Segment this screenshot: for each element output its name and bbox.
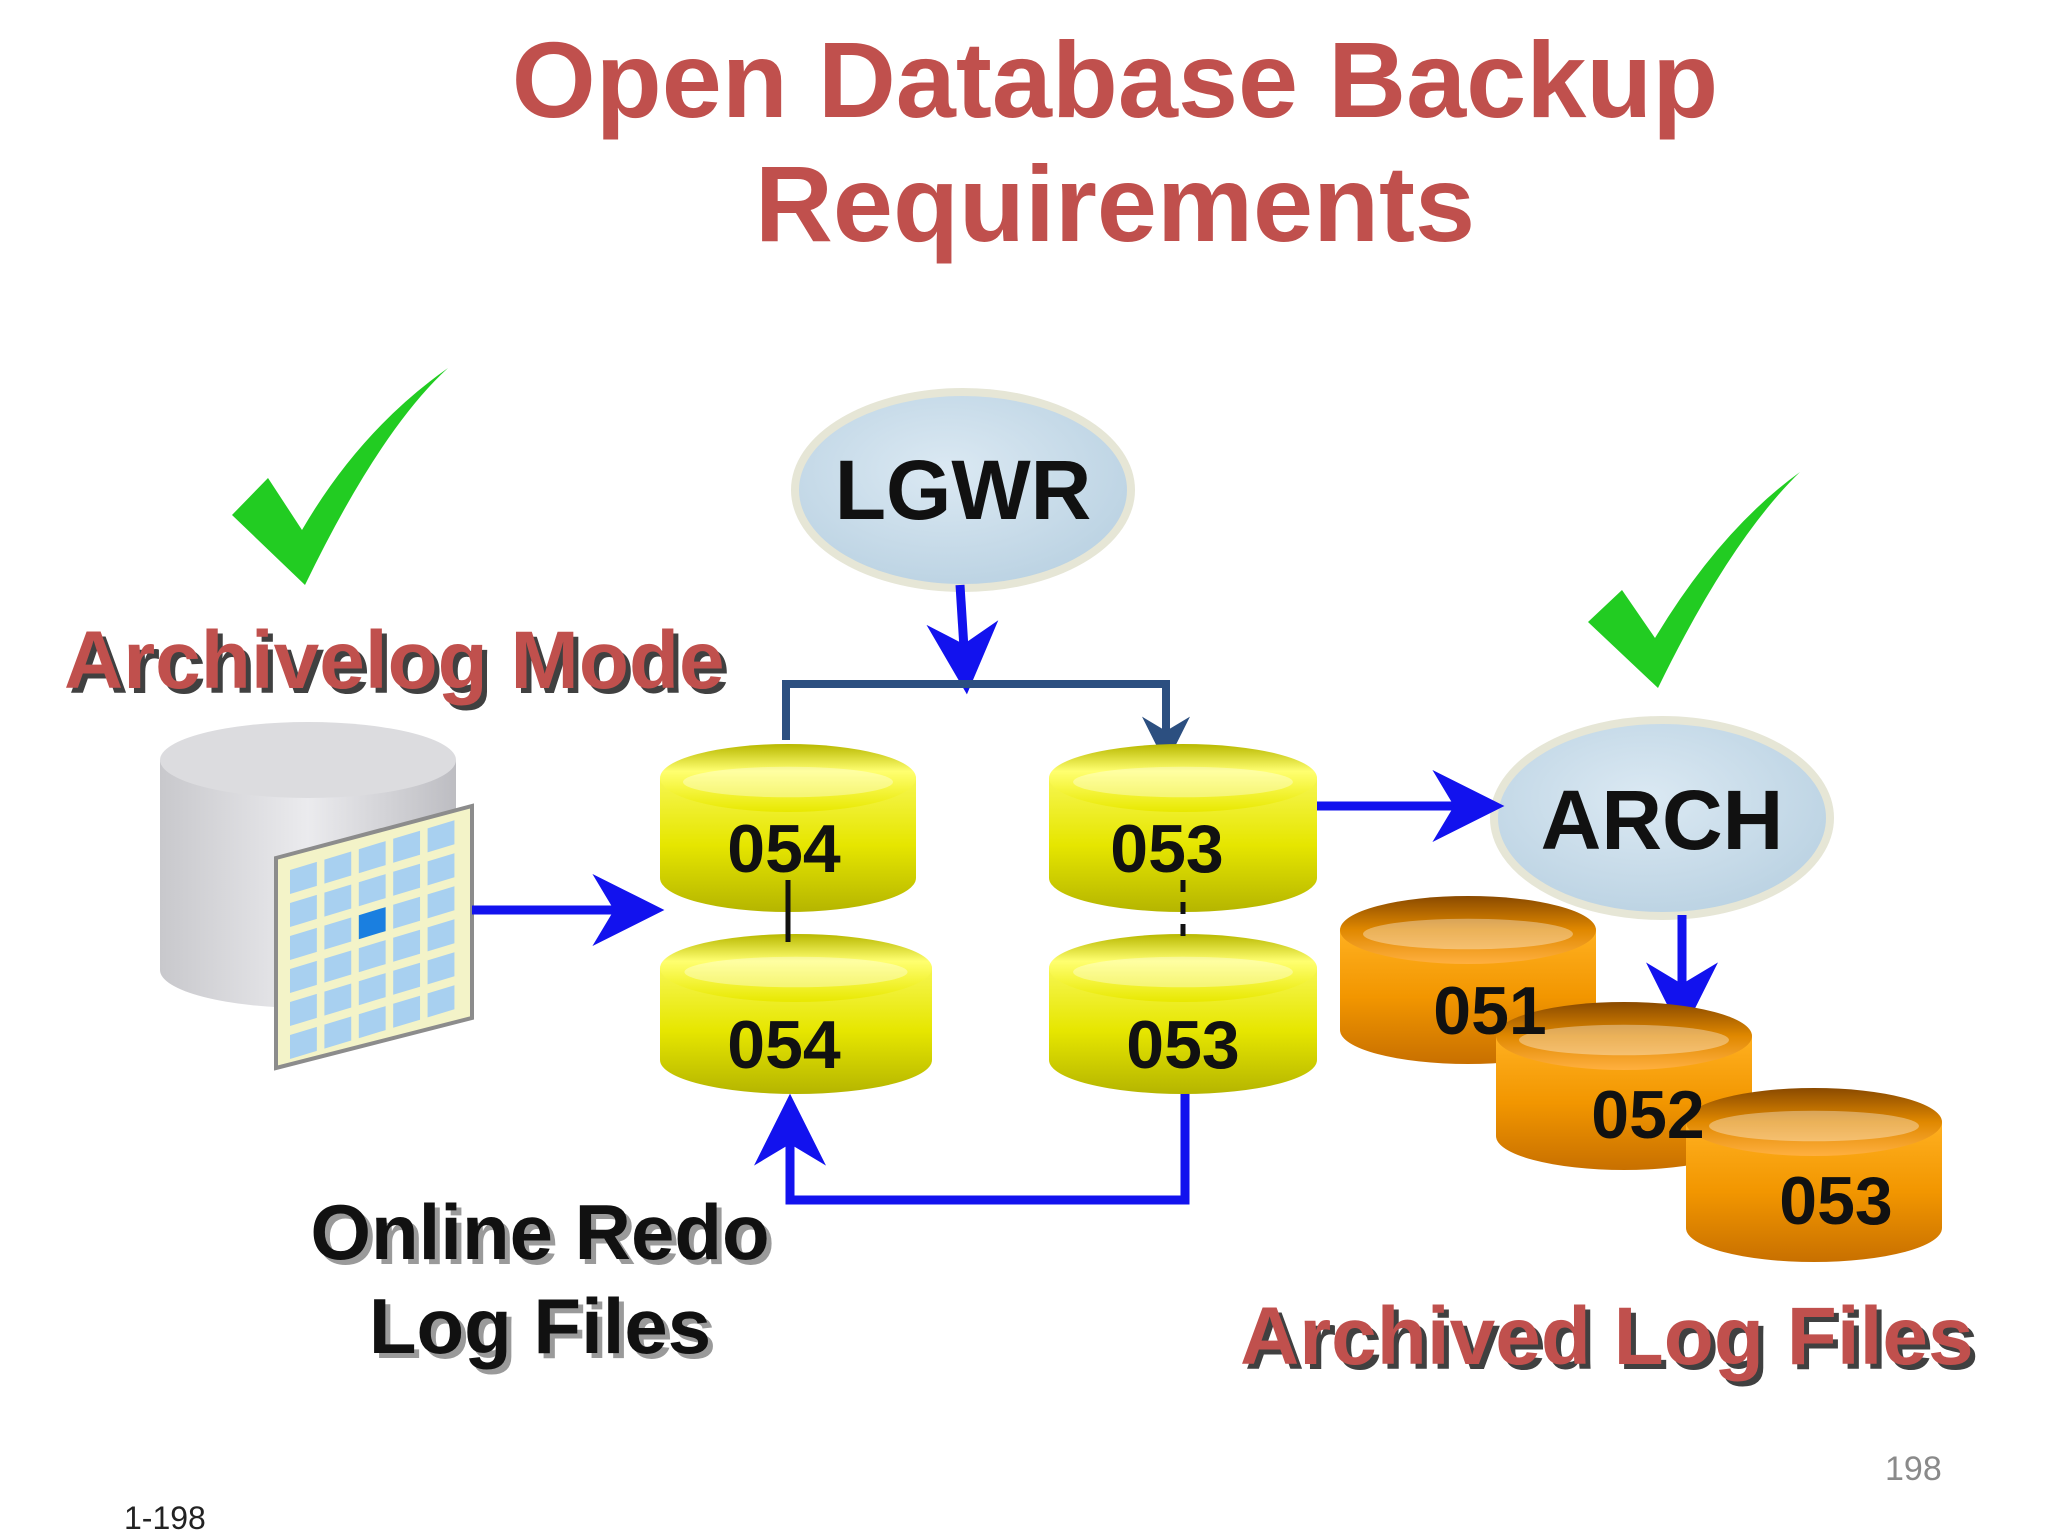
grid-cell <box>393 830 421 863</box>
check-icon-archivelog <box>232 368 448 585</box>
grid-cell <box>290 993 317 1026</box>
grid-cell <box>324 983 352 1016</box>
redo-log-053-a: 053 <box>1110 811 1224 887</box>
grid-cell <box>427 820 455 853</box>
archivelog-mode-label: Archivelog Mode <box>64 615 725 706</box>
grid-cell <box>358 874 386 907</box>
grid-cell <box>427 985 455 1018</box>
archive-disk-053 <box>1686 1088 1942 1262</box>
redo-disk-053-bottom <box>1049 934 1317 1094</box>
grid-cell <box>290 960 317 993</box>
grid-cell <box>290 894 317 927</box>
grid-cell <box>358 841 386 874</box>
online-redo-line-1: Online Redo <box>310 1188 770 1276</box>
grid-cell <box>358 973 386 1006</box>
lgwr-label: LGWR <box>834 443 1092 537</box>
online-redo-label: Online Redo Log Files <box>290 1185 790 1373</box>
grid-cell <box>427 919 455 952</box>
archived-log-files-label: Archived Log Files <box>1240 1291 1974 1382</box>
redo-disk-054-bottom <box>660 934 932 1094</box>
check-icon-arch <box>1588 472 1800 688</box>
redo-disk-054-top <box>660 744 916 912</box>
grid-cell <box>290 1026 317 1059</box>
page-number: 198 <box>1885 1450 1942 1488</box>
datafile-grid-icon <box>274 803 474 1071</box>
grid-cell <box>358 1006 386 1039</box>
redo-log-053-b: 053 <box>1126 1007 1240 1083</box>
grid-cell <box>393 863 421 896</box>
title-line-1: Open Database Backup <box>511 19 1719 140</box>
grid-cell <box>324 884 352 917</box>
grid-cell <box>324 950 352 983</box>
redo-disk-053-top <box>1049 744 1317 912</box>
archived-log-053: 053 <box>1779 1163 1893 1239</box>
redo-log-054-b: 054 <box>727 1007 841 1083</box>
redo-log-054-a: 054 <box>727 811 841 887</box>
grid-cell <box>393 929 421 962</box>
grid-cell <box>324 1016 352 1049</box>
grid-cell <box>427 952 455 985</box>
grid-cell <box>324 917 352 950</box>
archived-log-052: 052 <box>1591 1077 1705 1153</box>
grid-cell <box>358 940 386 973</box>
grid-cell-highlighted <box>358 907 386 940</box>
arch-label: ARCH <box>1540 773 1784 867</box>
grid-cell <box>427 886 455 919</box>
grid-cell <box>393 962 421 995</box>
online-redo-line-2: Log Files <box>368 1282 712 1370</box>
grid-cell <box>324 851 352 884</box>
slide-reference: 1-198 <box>124 1500 206 1536</box>
grid-cell <box>393 896 421 929</box>
grid-cell <box>427 853 455 886</box>
slide-title: Open Database Backup Requirements <box>0 18 2048 266</box>
grid-cell <box>393 995 421 1028</box>
title-line-2: Requirements <box>754 143 1476 264</box>
grid-cell <box>290 861 317 894</box>
grid-cell <box>290 927 317 960</box>
archived-log-051: 051 <box>1433 973 1547 1049</box>
